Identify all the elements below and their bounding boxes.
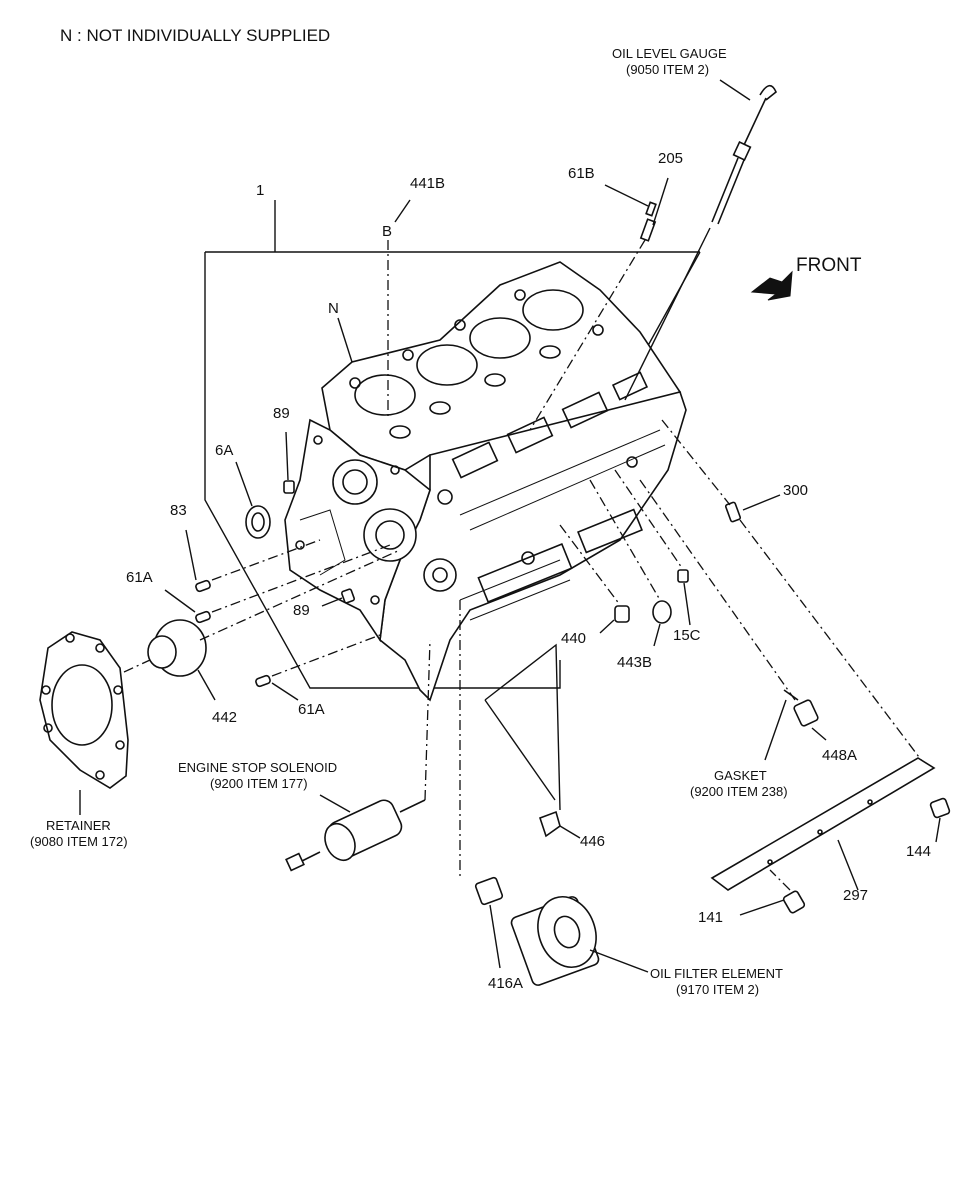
callout-141: 141: [698, 909, 723, 926]
header-note: N : NOT INDIVIDUALLY SUPPLIED: [60, 26, 330, 45]
front-label: FRONT: [796, 255, 862, 276]
oil-filter-ref: (9170 ITEM 2): [676, 982, 759, 997]
front-arrow-icon: [750, 270, 793, 301]
retainer-name: RETAINER: [46, 818, 111, 833]
callout-61b: 61B: [568, 165, 595, 182]
gasket-ref: (9200 ITEM 238): [690, 784, 788, 799]
callout-297: 297: [843, 887, 868, 904]
callout-443b: 443B: [617, 654, 652, 671]
oil-filter-name: OIL FILTER ELEMENT: [650, 966, 783, 981]
callout-446: 446: [580, 833, 605, 850]
callout-6a: 6A: [215, 442, 233, 459]
callout-89-top: 89: [273, 405, 290, 422]
oil-level-gauge-ref: (9050 ITEM 2): [626, 62, 709, 77]
pins-top: [529, 177, 669, 431]
gasket-name: GASKET: [714, 768, 767, 783]
engine-stop-solenoid-name: ENGINE STOP SOLENOID: [178, 760, 337, 775]
left-parts: [39, 431, 401, 815]
callout-n: N: [328, 300, 339, 317]
callout-441b: 441B: [410, 175, 445, 192]
callout-416a: 416A: [488, 975, 523, 992]
engine-stop-solenoid: [285, 639, 431, 872]
callout-61a-bottom: 61A: [298, 701, 325, 718]
callout-61a-left: 61A: [126, 569, 153, 586]
callout-15c: 15C: [673, 627, 701, 644]
oil-level-gauge-name: OIL LEVEL GAUGE: [612, 46, 727, 61]
callout-205: 205: [658, 150, 683, 167]
callout-300: 300: [783, 482, 808, 499]
callout-441b-letter: B: [382, 223, 392, 240]
callout-83: 83: [170, 502, 187, 519]
oil-level-gauge: OIL LEVEL GAUGE (9050 ITEM 2): [612, 46, 777, 401]
engine-block: [284, 261, 687, 702]
callout-144: 144: [906, 843, 931, 860]
engine-stop-solenoid-ref: (9200 ITEM 177): [210, 776, 308, 791]
callout-89-bottom: 89: [293, 602, 310, 619]
callout-448a: 448A: [822, 747, 857, 764]
front-indicator: FRONT: [750, 255, 862, 301]
callout-440: 440: [561, 630, 586, 647]
retainer-ref: (9080 ITEM 172): [30, 834, 128, 849]
oil-filter: OIL FILTER ELEMENT (9170 ITEM 2): [459, 600, 783, 997]
callout-1: 1: [256, 182, 264, 199]
plug-441b: [387, 199, 411, 420]
right-parts: GASKET (9200 ITEM 238): [484, 419, 951, 916]
callout-442: 442: [212, 709, 237, 726]
